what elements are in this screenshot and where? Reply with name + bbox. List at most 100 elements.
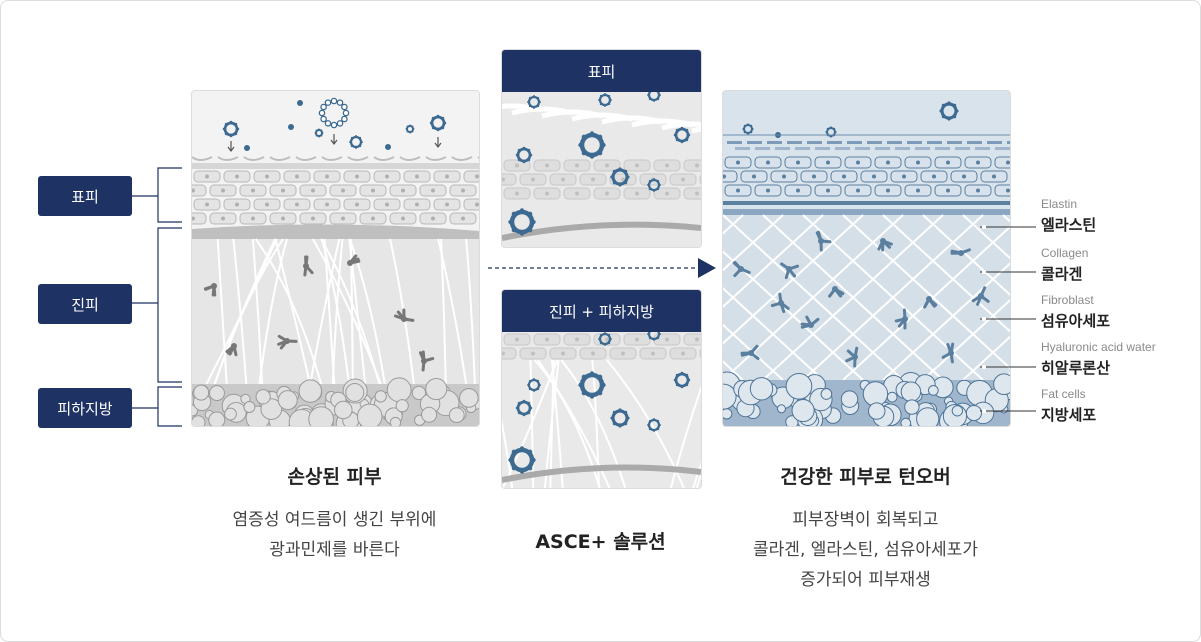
- fibroblast-cell: [923, 296, 938, 309]
- label-collagen-en: Collagen: [1041, 246, 1089, 260]
- epidermis-cell: [699, 348, 701, 359]
- label-elastin-ko: 엘라스틴: [1041, 216, 1097, 234]
- fat-cell: [951, 405, 964, 417]
- label-collagen-ko: 콜라겐: [1041, 265, 1083, 283]
- fat-cell: [356, 403, 383, 426]
- collagen-fiber: [216, 238, 228, 385]
- solution-dermis-header: 진피 + 피하지방: [502, 290, 701, 332]
- collagen-fiber: [550, 359, 564, 488]
- fat-cell: [459, 388, 479, 408]
- fat-cell: [298, 379, 322, 403]
- collagen-fiber: [962, 214, 1010, 260]
- collagen-fiber: [274, 238, 311, 385]
- fat-cell: [395, 399, 409, 413]
- fat-cell: [723, 383, 737, 410]
- collagen-fiber: [882, 262, 1010, 381]
- damaged-desc-2: 광과민제를 바른다: [269, 540, 400, 560]
- down-arrow-icon: [434, 137, 442, 148]
- fat-cell: [867, 402, 886, 420]
- collagen-fiber: [309, 238, 341, 385]
- epidermis-cell: [994, 184, 1010, 197]
- fibroblast-cell: [303, 255, 314, 277]
- fibroblast-cell: [770, 292, 790, 314]
- healthy-desc-2: 콜라겐, 엘라스틴, 섬유아세포가: [753, 540, 978, 560]
- fibroblast-cell: [971, 286, 990, 306]
- epidermis-flake: [192, 156, 213, 161]
- epidermis-flake: [373, 156, 395, 161]
- epidermis-cell: [994, 156, 1010, 169]
- fat-cell: [904, 399, 920, 415]
- fat-cell: [820, 388, 833, 400]
- fibroblast-cell: [277, 334, 298, 350]
- epidermis-cell: [683, 333, 701, 346]
- fat-cell: [209, 385, 225, 402]
- fat-cell: [791, 398, 815, 423]
- label-fatcells-en: Fat cells: [1041, 387, 1086, 401]
- epidermis-cell: [502, 173, 517, 186]
- fibroblast-cell: [828, 286, 845, 298]
- fibroblast-cell: [800, 315, 820, 329]
- tag-subcutaneous: 피하지방: [38, 388, 132, 428]
- fat-cell: [224, 407, 237, 421]
- fat-cell: [308, 406, 334, 426]
- fat-cell: [886, 391, 898, 403]
- collagen-fiber: [962, 335, 1010, 381]
- healthy-desc-3: 증가되어 피부재생: [800, 570, 931, 590]
- healthy-title: 건강한 피부로 턴오버: [780, 466, 951, 488]
- epidermis-cell: [192, 212, 207, 225]
- fibroblast-cell: [740, 344, 760, 361]
- fat-cell: [243, 400, 256, 414]
- collagen-fiber: [323, 238, 336, 385]
- fat-cell: [411, 385, 427, 401]
- collagen-fiber: [669, 385, 701, 488]
- fat-cell: [193, 384, 210, 401]
- epidermis-cell: [723, 170, 738, 183]
- fat-cell: [900, 417, 912, 426]
- collagen-fiber: [537, 359, 611, 488]
- fat-cell: [723, 408, 733, 420]
- epidermis-flake: [347, 156, 369, 161]
- collagen-fiber: [389, 238, 415, 385]
- fat-cell: [374, 390, 387, 403]
- fibroblast-cell: [394, 308, 415, 322]
- fat-cell: [776, 404, 786, 414]
- epidermis-flake: [399, 156, 421, 161]
- label-elastin-en: Elastin: [1041, 197, 1078, 211]
- fat-cell: [916, 407, 940, 426]
- down-arrow-icon: [227, 141, 235, 152]
- collagen-fiber: [213, 238, 284, 385]
- collagen-fiber: [465, 238, 476, 385]
- down-arrow-icon: [330, 134, 338, 145]
- fibroblast-cell: [418, 350, 435, 372]
- fibroblast-cell: [780, 262, 800, 280]
- layer-brackets: [132, 167, 182, 427]
- epidermis-cell: [192, 184, 207, 197]
- fibroblast-cell: [950, 248, 971, 256]
- damaged-title: 손상된 피부: [287, 466, 382, 488]
- epidermis-cell: [683, 159, 701, 172]
- epidermis-flake: [425, 156, 447, 161]
- fibroblast-cell: [815, 230, 832, 252]
- epidermis-flake: [269, 156, 291, 161]
- collagen-fiber: [258, 238, 288, 385]
- fat-cell: [208, 411, 226, 426]
- collagen-fiber: [254, 238, 323, 385]
- fat-cell: [192, 415, 206, 426]
- flow-arrow: [488, 258, 716, 278]
- damaged-skin-panel: [191, 90, 480, 427]
- epidermis-flake: [217, 156, 239, 161]
- fat-cell: [749, 377, 774, 401]
- solution-dermis-panel: 진피 + 피하지방: [501, 289, 702, 489]
- fibroblast-cell: [203, 283, 217, 297]
- fat-cell: [448, 407, 465, 424]
- fibroblast-cell: [845, 346, 859, 368]
- fibroblast-cell: [877, 238, 893, 252]
- damaged-desc-1: 염증성 여드름이 생긴 부위에: [232, 510, 437, 530]
- collagen-fiber: [922, 214, 1010, 297]
- collagen-fiber: [320, 238, 381, 385]
- label-leaders: [980, 225, 1036, 413]
- collagen-fiber: [232, 238, 248, 385]
- label-hyaluronic-ko: 히알루론산: [1041, 359, 1111, 377]
- epidermis-flake: [321, 156, 343, 161]
- epidermis-cell: [699, 174, 701, 185]
